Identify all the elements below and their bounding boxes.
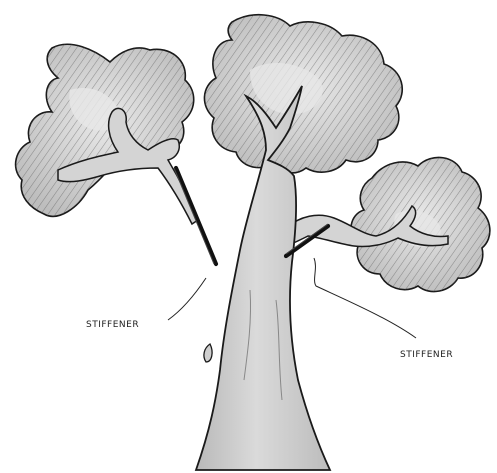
left-stiffener-rod	[174, 168, 216, 264]
left-foliage	[16, 44, 194, 216]
right-foliage	[351, 157, 490, 291]
stiffener-label-right: STIFFENER	[400, 350, 453, 360]
center-foliage	[204, 15, 402, 173]
left-leader-line	[168, 278, 206, 320]
stiffener-label-left: STIFFENER	[86, 320, 139, 330]
